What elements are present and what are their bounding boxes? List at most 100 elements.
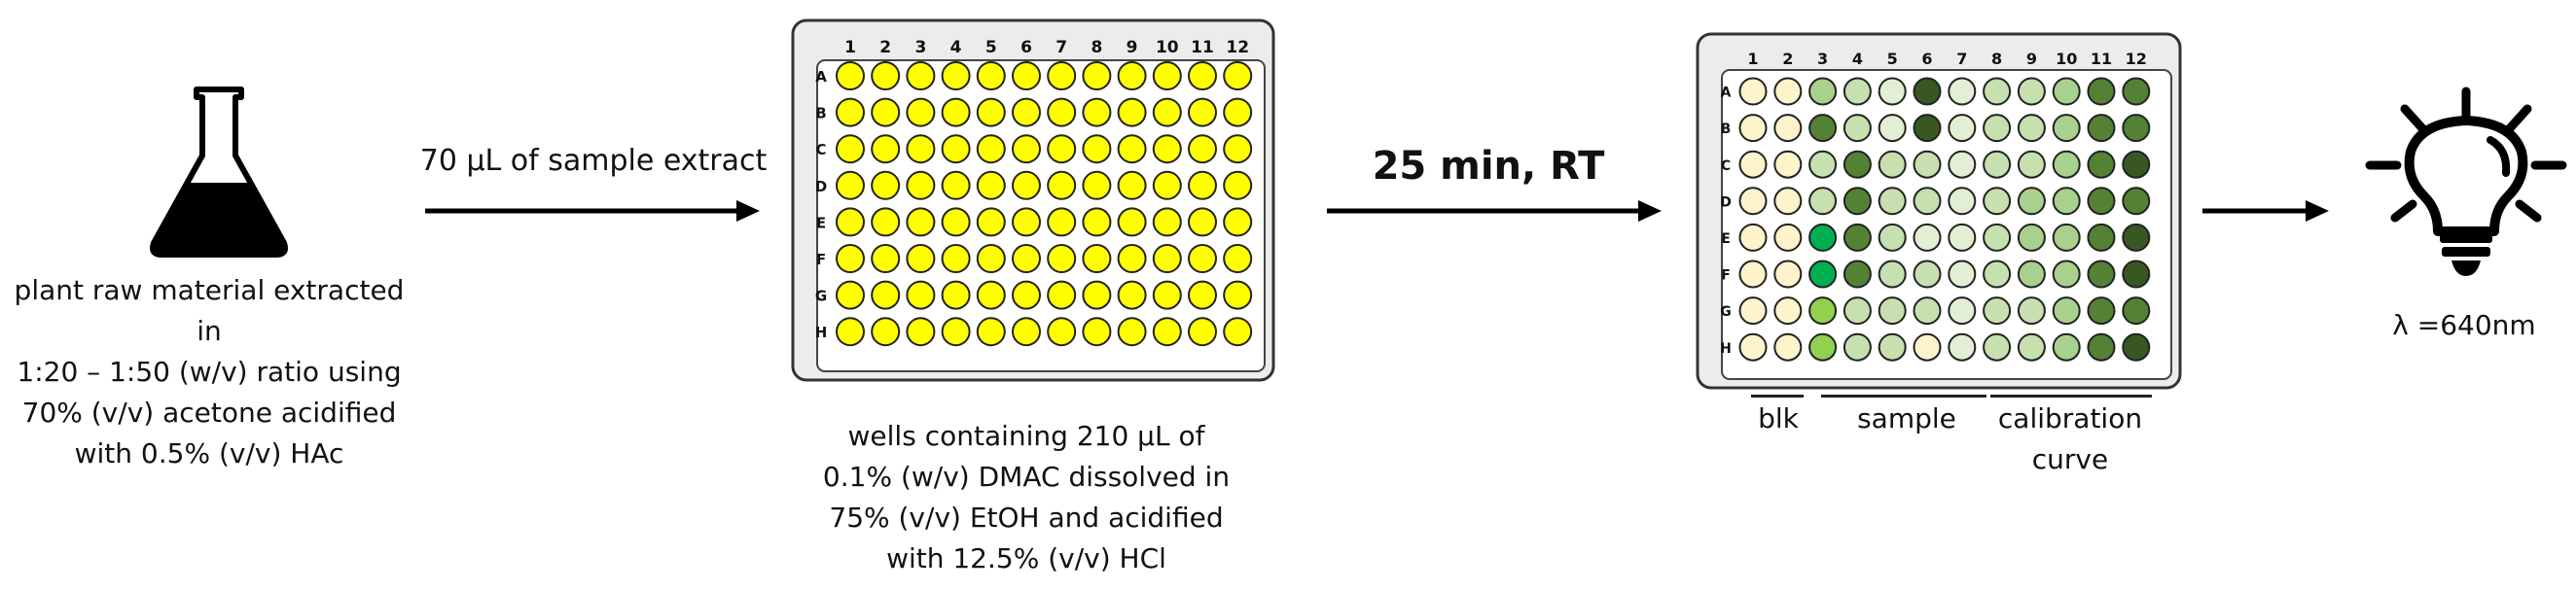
well — [1843, 150, 1872, 179]
well — [1012, 97, 1041, 127]
well — [836, 244, 865, 273]
well — [1913, 187, 1942, 216]
column-label: 1 — [844, 38, 856, 57]
well — [2122, 223, 2151, 252]
well — [2052, 332, 2081, 362]
well — [1948, 150, 1977, 179]
row-label: A — [815, 68, 827, 86]
well — [2122, 187, 2151, 216]
column-label: 3 — [914, 38, 926, 57]
well — [1223, 244, 1253, 273]
arrow-right-icon — [425, 200, 760, 222]
well — [1223, 134, 1253, 164]
well — [941, 61, 971, 90]
incubation-label: 25 min, RT — [1372, 144, 1605, 189]
well — [2122, 150, 2151, 179]
sample-group-label: sample — [1857, 402, 1956, 434]
well — [1808, 77, 1838, 106]
well — [1808, 187, 1838, 216]
well — [836, 280, 865, 310]
well — [1773, 77, 1803, 106]
well — [1047, 280, 1077, 310]
well — [1082, 61, 1112, 90]
row-label: G — [1720, 304, 1732, 320]
well — [1843, 114, 1872, 143]
well — [2122, 332, 2151, 362]
well — [1913, 296, 1942, 326]
well — [1223, 207, 1253, 237]
column-label: 9 — [1127, 38, 1138, 57]
calibration-label-line: curve — [2031, 443, 2109, 475]
row-label: B — [1721, 121, 1732, 137]
well — [1738, 77, 1768, 106]
column-label: 12 — [1226, 38, 1249, 57]
well — [2122, 260, 2151, 289]
well — [1152, 61, 1182, 90]
well — [1738, 187, 1768, 216]
well — [1047, 61, 1077, 90]
well — [2087, 150, 2116, 179]
well — [836, 170, 865, 200]
well — [1738, 260, 1768, 289]
column-label: 12 — [2126, 50, 2147, 68]
well — [976, 134, 1006, 164]
well — [1117, 97, 1147, 127]
well — [976, 317, 1006, 347]
well — [2087, 114, 2116, 143]
well — [1983, 260, 2012, 289]
well — [2052, 260, 2081, 289]
column-label: 5 — [1887, 50, 1898, 68]
well — [906, 170, 936, 200]
well — [1948, 187, 1977, 216]
well — [1913, 114, 1942, 143]
well — [1913, 150, 1942, 179]
well — [1047, 244, 1077, 273]
well — [2122, 77, 2151, 106]
column-label: 8 — [1991, 50, 2002, 68]
well — [2052, 296, 2081, 326]
calibration-group-line — [1990, 395, 2152, 398]
well — [871, 207, 901, 237]
well — [1913, 260, 1942, 289]
well — [1012, 61, 1041, 90]
well — [941, 207, 971, 237]
column-label: 6 — [1020, 38, 1032, 57]
well — [1773, 223, 1803, 252]
well — [1843, 260, 1872, 289]
well — [1082, 170, 1112, 200]
well — [1983, 187, 2012, 216]
well — [941, 97, 971, 127]
calibration-group-label: calibration curve — [1981, 399, 2160, 480]
well — [1983, 296, 2012, 326]
well — [1948, 77, 1977, 106]
well — [976, 170, 1006, 200]
well — [1223, 61, 1253, 90]
arrow-right-icon — [1327, 200, 1662, 222]
column-label: 2 — [1782, 50, 1793, 68]
extraction-caption-line: with 0.5% (v/v) HAc — [74, 437, 344, 469]
well — [1047, 170, 1077, 200]
well — [1188, 134, 1217, 164]
well — [976, 207, 1006, 237]
well — [1738, 332, 1768, 362]
well — [1188, 170, 1217, 200]
well — [1117, 61, 1147, 90]
well — [1948, 223, 1977, 252]
well — [2087, 223, 2116, 252]
well — [1983, 77, 2012, 106]
row-label: D — [815, 178, 827, 195]
well — [1878, 187, 1907, 216]
well — [1808, 296, 1838, 326]
well — [941, 244, 971, 273]
well — [976, 244, 1006, 273]
well — [1152, 170, 1182, 200]
calibration-label-line: calibration — [1997, 402, 2143, 434]
well — [2087, 296, 2116, 326]
well — [1117, 280, 1147, 310]
column-label: 8 — [1091, 38, 1102, 57]
well — [1117, 134, 1147, 164]
flask-icon — [150, 87, 288, 258]
column-label: 6 — [1921, 50, 1932, 68]
well — [906, 207, 936, 237]
